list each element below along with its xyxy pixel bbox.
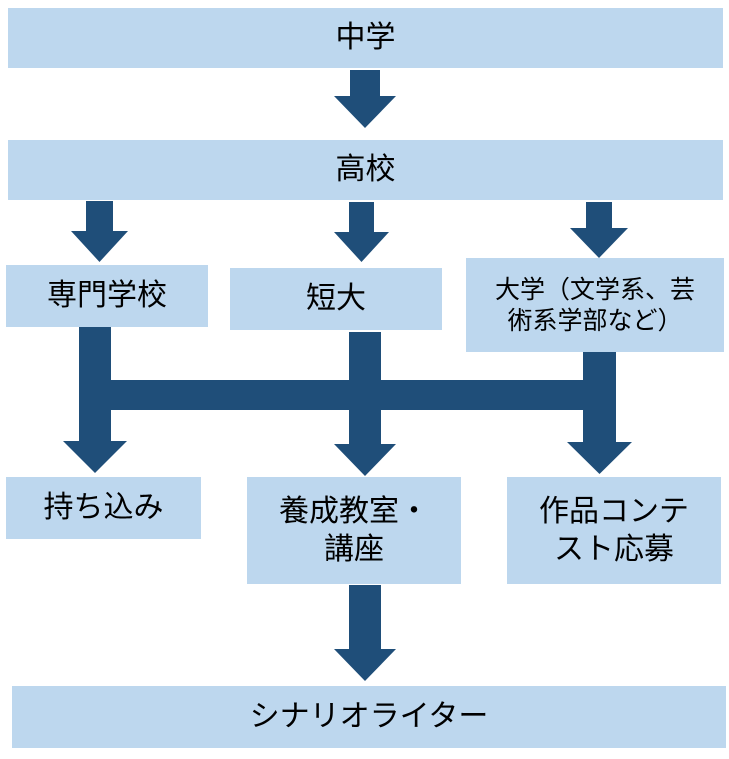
arrow-high-school-to-vocational <box>71 201 128 262</box>
contest-label-line2: スト応募 <box>554 531 674 567</box>
university-label-line1: 大学（文学系、芸 <box>494 274 695 304</box>
submission-label: 持ち込み <box>43 490 164 526</box>
arrow-to-contest <box>567 352 632 474</box>
arrow-high-school-to-junior-college <box>334 202 389 262</box>
scenario-writer-node: シナリオライター <box>12 686 726 748</box>
contest-label-line1: 作品コンテ <box>539 494 689 529</box>
university-label-line2: 術系学部など） <box>507 306 683 335</box>
junior-college-node: 短大 <box>230 268 442 330</box>
university-node: 大学（文学系、芸 術系学部など） <box>466 258 724 352</box>
training-school-node: 養成教室・ 講座 <box>247 477 461 584</box>
scenario-writer-label: シナリオライター <box>249 699 489 735</box>
junior-college-label: 短大 <box>306 281 366 317</box>
high-school-label: 高校 <box>335 152 396 188</box>
training-school-label-line2: 講座 <box>324 531 384 567</box>
arrow-training-school-to-scenario-writer <box>334 585 396 681</box>
contest-node: 作品コンテ スト応募 <box>507 477 721 584</box>
connector-bar <box>79 380 616 410</box>
arrow-junior-high-to-high-school <box>334 70 396 128</box>
vocational-school-node: 専門学校 <box>6 265 208 327</box>
submission-node: 持ち込み <box>6 477 201 539</box>
arrow-high-school-to-university <box>570 202 628 258</box>
high-school-node: 高校 <box>8 140 723 200</box>
training-school-label-line1: 養成教室・ <box>279 494 429 529</box>
vocational-school-label: 専門学校 <box>47 278 167 314</box>
junior-high-label: 中学 <box>335 20 396 56</box>
junior-high-node: 中学 <box>8 8 723 68</box>
